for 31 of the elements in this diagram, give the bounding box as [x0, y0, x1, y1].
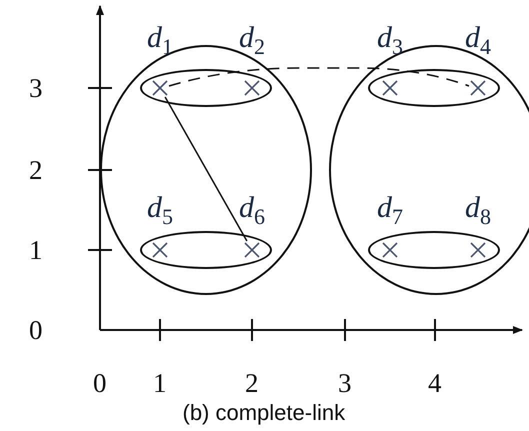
cluster-ellipse: [368, 69, 500, 107]
point-label: d$_{4}$: [465, 22, 491, 58]
tick-label: 0: [29, 316, 42, 344]
tick-label: 1: [29, 236, 42, 264]
point-label: d$_{5}$: [147, 192, 173, 228]
point-label: d$_{7}$: [377, 192, 403, 228]
tick-label: 3: [29, 74, 42, 102]
point-marker: [243, 241, 261, 259]
cluster-ellipse: [368, 231, 500, 269]
link-line: [164, 96, 248, 242]
cluster-ellipse: [140, 69, 272, 107]
tick-label: 1: [153, 370, 166, 396]
point-label: d$_{2}$: [239, 22, 265, 58]
tick-label: 2: [245, 370, 258, 396]
caption: (b) complete-link: [182, 400, 346, 426]
point-marker: [381, 241, 399, 259]
tick-label: 3: [338, 370, 352, 396]
tick-label: 4: [428, 370, 442, 396]
point-marker: [469, 79, 487, 97]
tick-label: 2: [29, 156, 42, 184]
cluster-ellipse: [140, 231, 272, 269]
point-marker: [151, 79, 169, 97]
point-label: d$_{6}$: [239, 192, 265, 228]
point-label: d$_{3}$: [377, 22, 403, 58]
point-label: d$_{1}$: [147, 22, 173, 58]
tick-label: 0: [93, 370, 106, 396]
point-marker: [469, 241, 487, 259]
point-marker: [151, 241, 169, 259]
point-marker: [243, 79, 261, 97]
point-label: d$_{8}$: [465, 192, 491, 228]
point-marker: [381, 79, 399, 97]
